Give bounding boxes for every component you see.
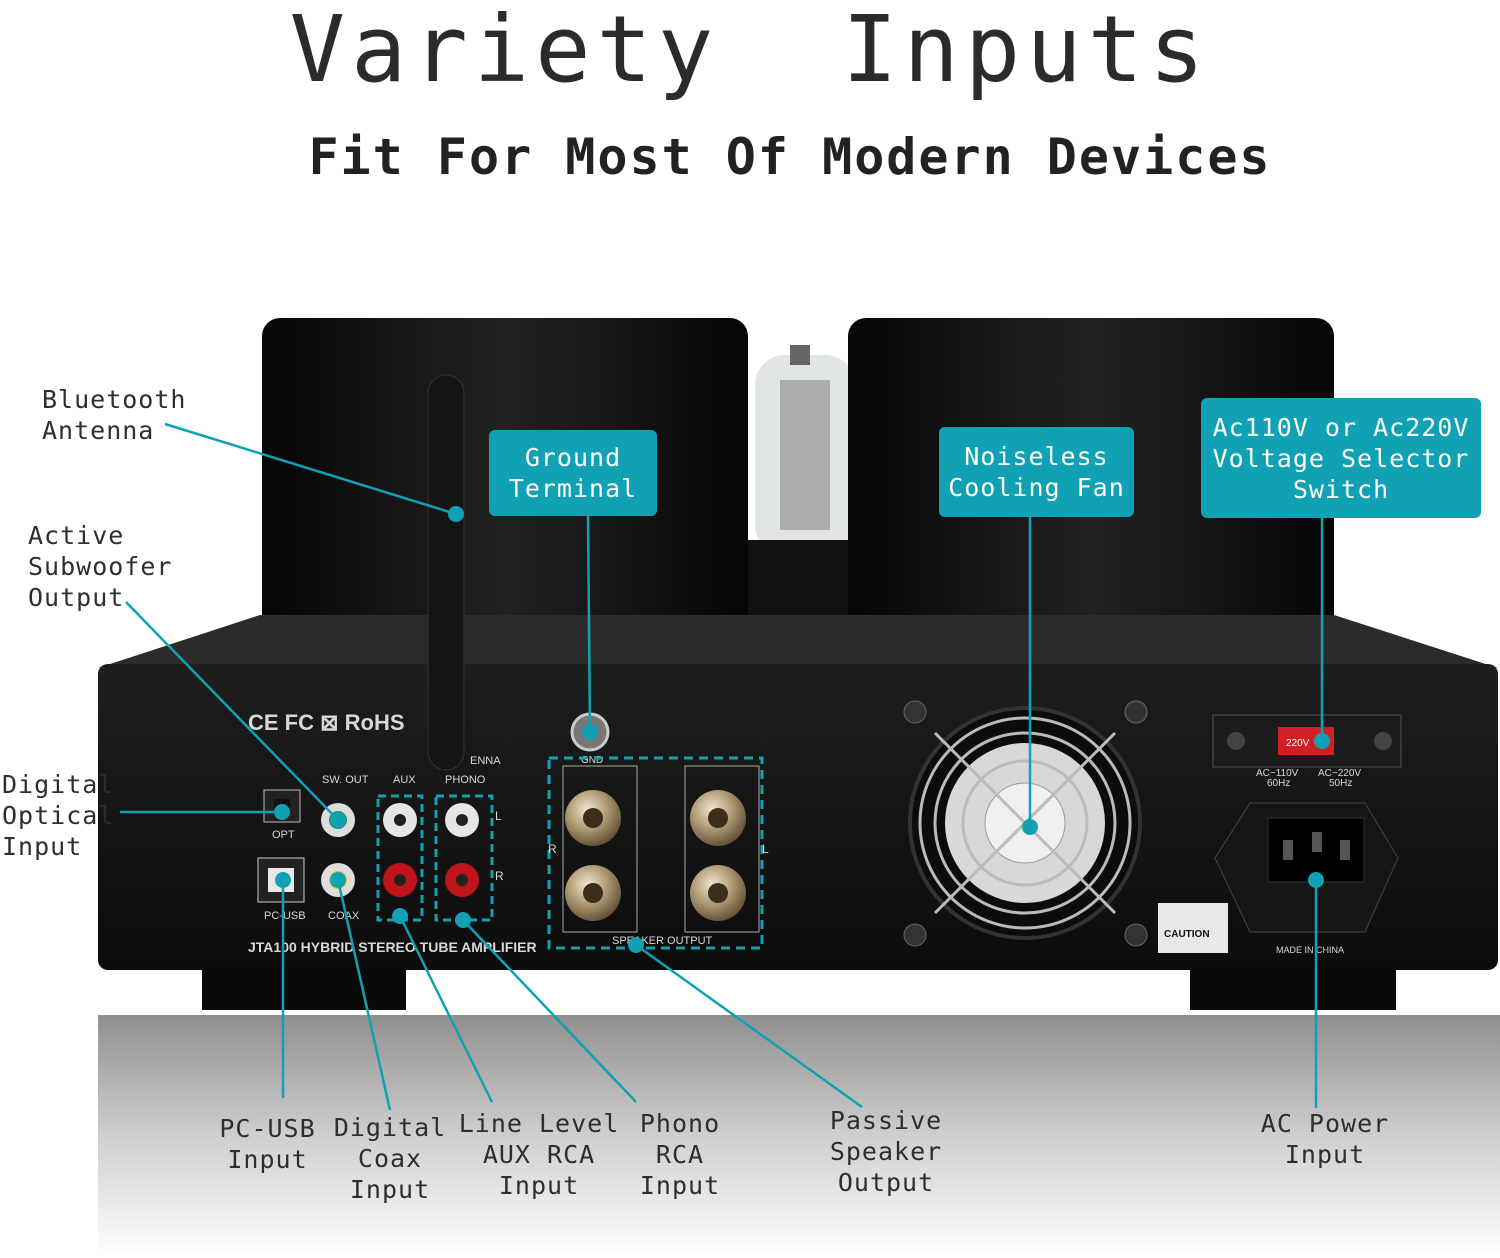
page-title: Variety Inputs [289,0,1211,103]
voltage-selector-switch-callout: Ac110V or Ac220V Voltage Selector Switch [1201,398,1481,518]
speaker-r-label: R [548,842,557,856]
made-in-label: MADE IN CHINA [1276,945,1344,955]
ground-terminal-callout: Ground Terminal [489,430,657,516]
antenna-label: ENNA [470,755,501,767]
phono-r-label: R [495,869,504,883]
switch-220v-label: 220V [1286,738,1310,749]
phono-label: PHONO [445,774,486,786]
certification-marks: CE FC ⊠ RoHS [248,710,405,735]
callout-lines [120,422,1324,1111]
aux-label: AUX [393,774,416,786]
speaker-output-group [547,756,764,950]
model-label: JTA100 HYBRID STEREO TUBE AMPLIFIER [248,939,537,955]
speaker-l-label: L [762,842,769,856]
speaker-output-label: SPEAKER OUTPUT [612,935,713,947]
right-foot [1190,966,1396,1010]
line-level-aux-rca-input-callout: Line Level AUX RCA Input [458,1109,620,1200]
callout-dots [274,506,1330,953]
page-subtitle: Fit For Most Of Modern Devices [308,128,1272,186]
floor-reflection [98,1015,1500,1258]
ac-power-input-callout: AC Power Input [1260,1109,1390,1169]
phono-rca-input-callout: Phono RCA Input [639,1109,721,1200]
caution-label [1158,903,1228,953]
left-foot [202,966,406,1010]
bluetooth-antenna [427,374,465,771]
gnd-label: GND [581,755,603,766]
active-subwoofer-output-callout: Active Subwoofer Output [28,521,173,612]
hz60-label: 60Hz [1267,778,1290,789]
pc-usb-input-callout: PC-USB Input [219,1114,316,1174]
chassis-top [98,615,1498,668]
hz50-label: 50Hz [1329,778,1352,789]
coax-label: COAX [328,910,360,922]
bluetooth-antenna-callout: Bluetooth Antenna [42,385,187,445]
opt-label: OPT [272,829,295,841]
ac110v-label: AC~110V [1256,768,1299,779]
ac220v-label: AC~220V [1318,768,1361,779]
digital-coax-input-callout: Digital Coax Input [333,1113,447,1204]
passive-speaker-output-callout: Passive Speaker Output [829,1106,943,1197]
caution-text: CAUTION [1164,929,1210,940]
sw-out-label: SW. OUT [322,774,369,786]
vacuum-tube [755,345,855,555]
pc-usb-label: PC-USB [264,910,306,922]
noiseless-cooling-fan-callout: Noiseless Cooling Fan [939,427,1134,517]
phono-l-label: L [495,809,502,823]
digital-optical-input-callout: Digital Optical Input [2,770,115,861]
